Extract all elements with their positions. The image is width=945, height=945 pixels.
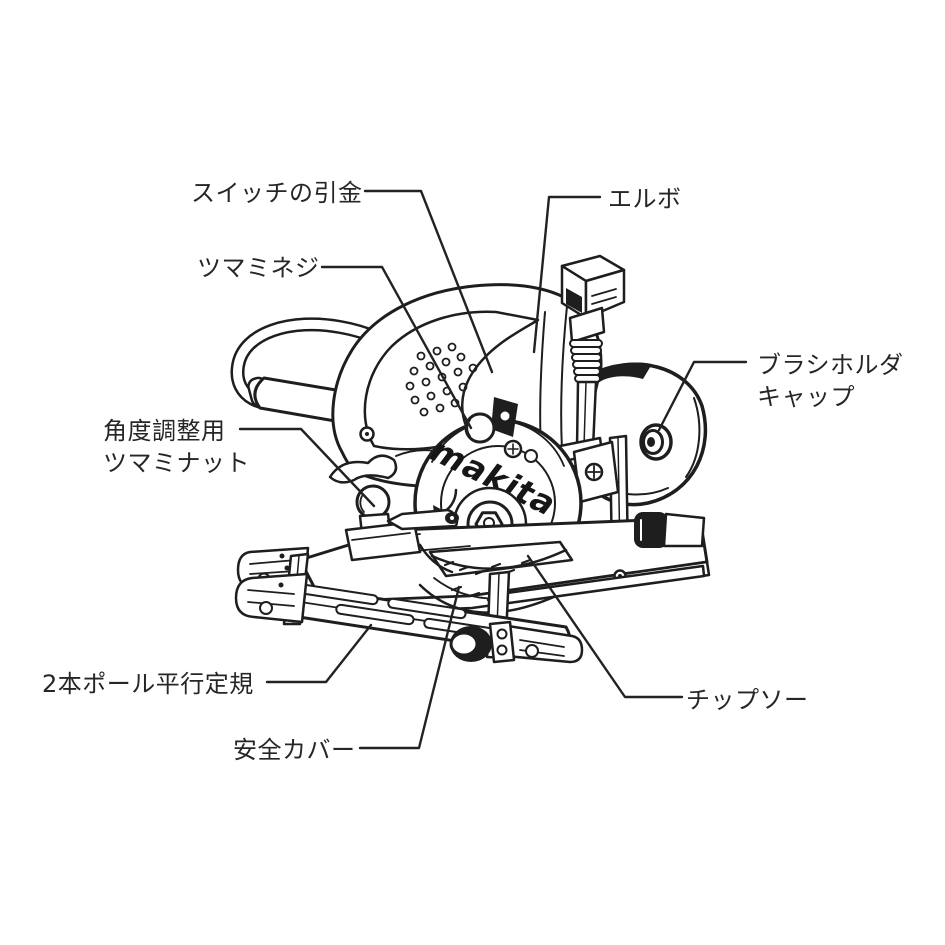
leader-safety-cover [358,585,461,750]
label-tip-saw: チップソー [686,686,809,714]
rear-clamp [613,512,706,583]
leader-brush-holder-cap [657,360,748,432]
leader-thumb-screw [320,265,473,430]
label-brush-holder-cap: ブラシホルダ キャップ [757,351,904,412]
leader-tip-saw [526,554,684,699]
label-switch-trigger: スイッチの引金 [191,179,363,207]
fence-lock-knob [449,626,492,662]
label-two-pole-parallel-guide: 2本ポール平行定規 [42,670,254,698]
grip-vent-dots [405,342,478,417]
parallel-guide-fence [234,552,706,664]
leader-elbow [532,195,602,354]
cord-boot-ribs [569,339,603,383]
brush-holder-cap-part [639,423,673,461]
leader-angle-adjust-nut [238,427,376,508]
label-angle-adjust-nut: 角度調整用 ツマミナット [103,417,250,478]
label-elbow: エルボ [608,185,682,213]
label-safety-cover: 安全カバー [233,736,356,764]
leader-parallel-guide [265,623,373,684]
thumb-screw-part [464,412,496,444]
label-thumb-screw: ツマミネジ [197,254,320,282]
leader-switch-trigger [363,189,494,374]
trigger-area [464,397,538,463]
leader-lines [238,189,748,750]
